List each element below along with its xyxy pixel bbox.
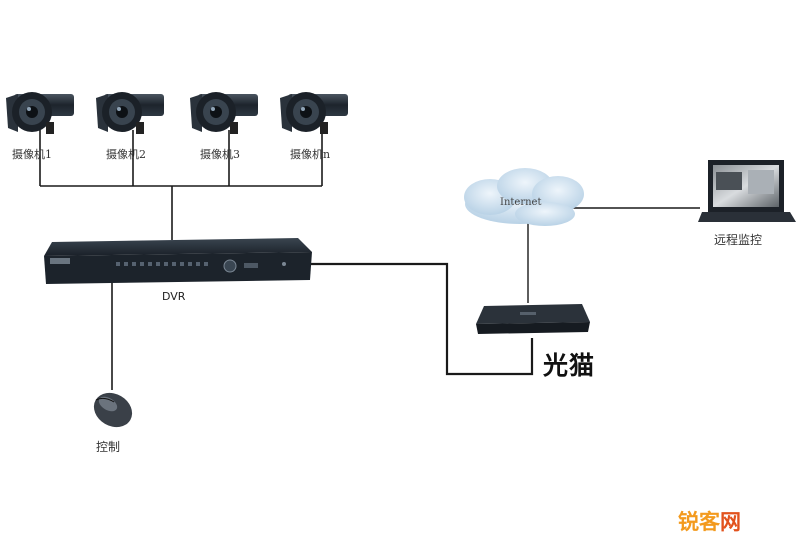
camera-1 [6,92,74,134]
remote-monitor-label: 远程监控 [714,233,763,247]
dvr-device [44,238,312,284]
watermark-logo: 锐客网 [678,506,741,536]
connection-lines [39,130,700,390]
camera-2-label: 摄像机2 [106,148,146,161]
laptop-icon [698,160,796,222]
mouse-icon [93,392,133,428]
camera-2 [96,92,164,134]
dvr-button-row [116,262,208,266]
watermark-part-1: 锐客 [678,510,720,534]
internet-cloud [464,168,584,226]
modem-label: 光猫 [543,351,596,380]
control-label: 控制 [96,440,121,454]
dvr-jog-dial [223,259,237,273]
modem-device [476,304,590,334]
camera-3 [190,92,258,134]
camera-3-label: 摄像机3 [200,148,240,161]
internet-label: Internet [500,197,542,208]
watermark-part-2: 网 [720,510,741,534]
dvr-label: DVR [162,290,186,303]
dvr-to-modem-line [310,262,534,376]
camera-4-label: 摄像机n [290,148,331,161]
camera-1-label: 摄像机1 [12,148,52,161]
camera-4 [280,92,348,134]
